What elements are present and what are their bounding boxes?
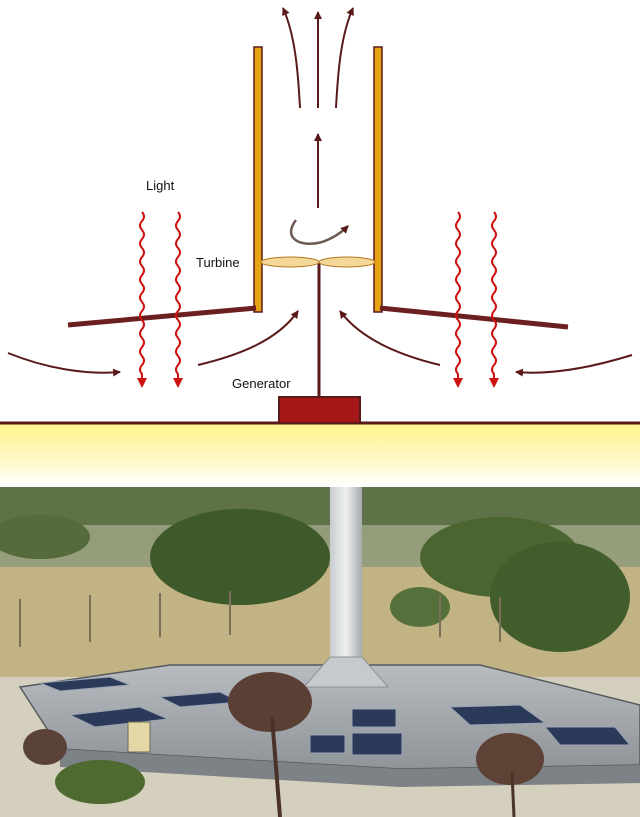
wavy-light-arrow-icon xyxy=(173,211,183,388)
generator-label: Generator xyxy=(232,376,291,391)
solar-updraft-diagram: Light Turbine Generator xyxy=(0,7,640,487)
tree-cluster xyxy=(150,509,330,605)
collector-roof-right xyxy=(379,305,569,330)
turbine-label: Turbine xyxy=(196,255,240,270)
distant-trees xyxy=(0,487,640,525)
collector-roof-left xyxy=(67,305,257,328)
air-inflow-arrow xyxy=(197,310,299,366)
air-inflow-arrow xyxy=(7,352,121,377)
curved-arrow-icon xyxy=(289,219,349,245)
light-rays-group xyxy=(137,211,499,388)
tower-base xyxy=(302,656,390,688)
chimney-wall-right xyxy=(373,46,383,313)
up-arrow-icon xyxy=(335,7,354,109)
wavy-light-arrow-icon xyxy=(453,211,463,388)
solar-updraft-tower-photo xyxy=(0,487,640,817)
light-label: Light xyxy=(146,178,175,193)
turbine-blade-left xyxy=(260,256,320,268)
wavy-light-arrow-icon xyxy=(137,211,147,388)
chimney-wall-left xyxy=(253,46,263,313)
wavy-light-arrow-icon xyxy=(489,211,499,388)
up-arrow-icon xyxy=(282,7,301,109)
air-inflow-arrow xyxy=(515,354,633,377)
generator-box xyxy=(278,396,361,424)
shrub xyxy=(390,587,450,627)
heated-ground xyxy=(0,423,640,487)
fence xyxy=(19,591,501,647)
turbine-blade-right xyxy=(318,256,376,268)
tree-cluster xyxy=(0,515,90,559)
solar-panels xyxy=(39,676,632,756)
air-inflow-arrow xyxy=(339,310,441,366)
updraft-tower xyxy=(330,487,362,657)
tree-cluster xyxy=(490,542,630,652)
foreground-trees xyxy=(23,672,544,817)
control-box xyxy=(127,721,151,753)
